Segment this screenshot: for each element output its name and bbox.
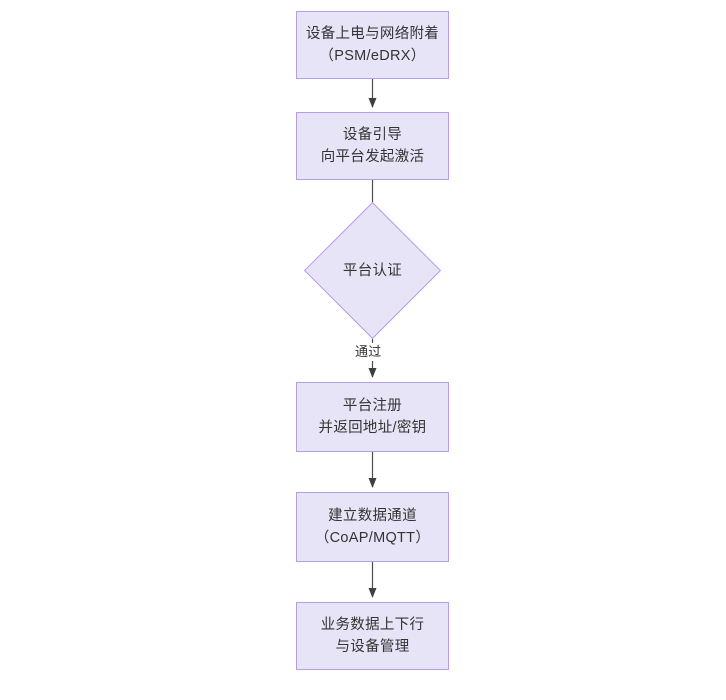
node-label-line1: 平台认证	[342, 262, 403, 279]
node-platform-authentication[interactable]: 平台认证	[303, 201, 442, 340]
node-label-line1: 业务数据上下行	[320, 617, 425, 633]
node-label-line1: 设备引导	[342, 127, 403, 143]
node-label-line1: 平台注册	[342, 398, 403, 414]
node-label-line2: 向平台发起激活	[320, 149, 425, 165]
edge-label-pass: 通过	[352, 343, 385, 361]
node-label-line1: 设备上电与网络附着	[305, 26, 440, 42]
node-device-power-on[interactable]: 设备上电与网络附着 （PSM/eDRX）	[296, 11, 449, 79]
node-business-data-and-device-management[interactable]: 业务数据上下行 与设备管理	[296, 602, 449, 670]
node-platform-registration[interactable]: 平台注册 并返回地址/密钥	[296, 382, 449, 452]
node-label-line1: 建立数据通道	[328, 508, 417, 524]
node-establish-data-channel[interactable]: 建立数据通道 （CoAP/MQTT）	[296, 492, 449, 562]
node-label-line2: 与设备管理	[335, 639, 410, 655]
node-device-bootstrap[interactable]: 设备引导 向平台发起激活	[296, 112, 449, 180]
node-label-line2: （CoAP/MQTT）	[314, 530, 431, 546]
node-label-line2: （PSM/eDRX）	[319, 48, 426, 64]
node-label-line2: 并返回地址/密钥	[318, 420, 427, 436]
